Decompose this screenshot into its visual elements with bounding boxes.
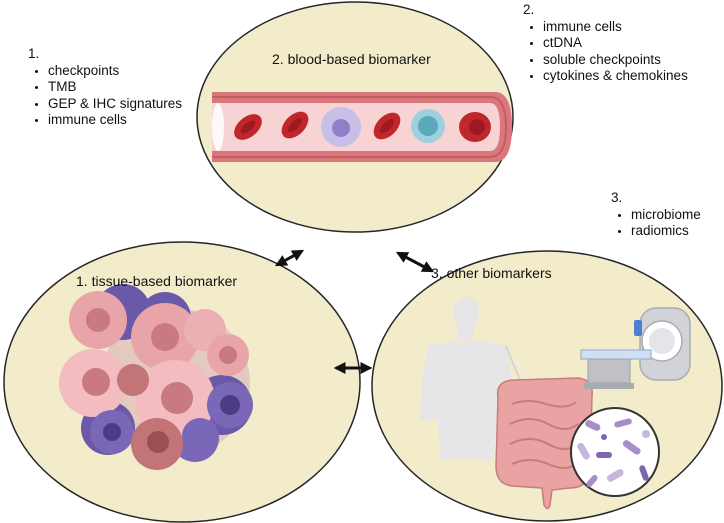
human-figure <box>420 296 521 460</box>
red-blood-cell <box>234 114 262 140</box>
tumor-cell-cluster <box>59 284 253 470</box>
arrow-blood-tissue <box>274 249 305 267</box>
other-biomarkers-title: 3. other biomarkers <box>431 265 552 281</box>
list-item: radiomics <box>631 223 721 240</box>
mri-scanner-illustration <box>580 307 691 389</box>
list-item: checkpoints <box>48 63 188 80</box>
list-item: GEP & IHC signatures <box>48 96 188 113</box>
list-item: immune cells <box>48 112 188 129</box>
blood-vessel-illustration <box>212 92 512 162</box>
list-item: TMB <box>48 79 188 96</box>
white-blood-cell <box>321 107 361 147</box>
arrow-blood-other <box>395 251 435 273</box>
other-biomarkers-list: 3. microbiome radiomics <box>611 190 721 240</box>
list-item: immune cells <box>543 19 723 36</box>
lymphocyte <box>411 109 445 143</box>
microbiome-illustration <box>570 407 660 497</box>
blood-biomarker-list: 2. immune cells ctDNA soluble checkpoint… <box>523 2 723 85</box>
list-number: 1. <box>28 46 40 61</box>
red-blood-cell <box>373 112 401 140</box>
list-item: soluble checkpoints <box>543 52 723 69</box>
list-item: cytokines & chemokines <box>543 68 723 85</box>
tissue-biomarker-list: 1. checkpoints TMB GEP & IHC signatures … <box>28 46 188 129</box>
list-item: microbiome <box>631 207 721 224</box>
red-blood-cell <box>459 112 491 142</box>
blood-biomarker-title: 2. blood-based biomarker <box>272 51 431 67</box>
red-blood-cell <box>281 111 309 139</box>
list-number: 3. <box>611 190 623 205</box>
tissue-biomarker-title: 1. tissue-based biomarker <box>76 273 238 289</box>
colon-illustration <box>495 377 593 510</box>
list-item: ctDNA <box>543 35 723 52</box>
list-number: 2. <box>523 2 535 17</box>
